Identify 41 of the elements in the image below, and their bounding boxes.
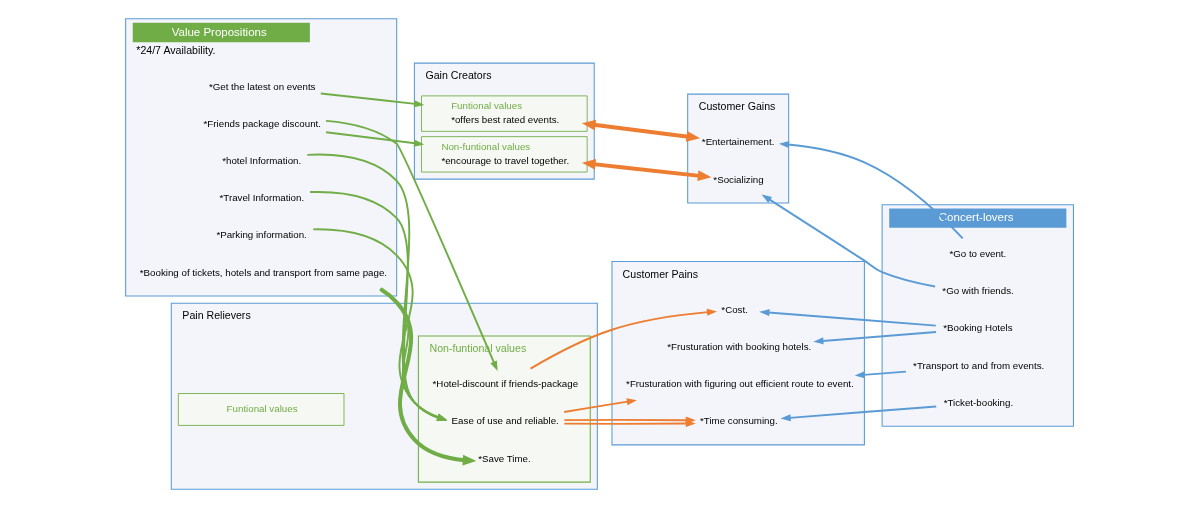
node-text: *Frusturation with booking hotels. [667,340,812,352]
node-text: Ease of use and reliable. [451,415,559,427]
node-box: Funtional values [177,393,345,426]
arrow [378,288,448,421]
node-text: *Time consuming. [700,415,778,427]
node-text: *Socializing [713,173,764,185]
node-text: *Go with friends. [942,285,1014,297]
node-box: Non-funtional values *encourage to travel together. [421,136,588,173]
arrow [306,153,448,421]
node-text: *Save Time. [478,452,531,464]
node-text: *Cost. [721,303,748,315]
arrow [325,131,425,147]
node-text: *Entertainement. [701,136,775,148]
arrow [581,159,712,181]
node-text: *Get the latest on events [208,80,316,92]
node-text: *Friends package discount. [203,117,321,129]
arrow [563,398,637,413]
arrow [780,405,938,422]
arrow [759,309,937,327]
arrow [319,92,425,108]
arrow [563,416,696,424]
node-text: *hotel Information. [222,154,302,166]
arrow [854,370,907,379]
arrow [529,308,718,370]
node-text: *Booking Hotels [943,322,1013,334]
node-box: Funtional values *offers best rated events. [421,95,588,132]
arrow [813,331,937,345]
arrow [312,228,448,421]
node-text: *Hotel-discount if friends-package [432,378,579,390]
node-text: *Go to event. [949,247,1007,259]
node-text: *Transport to and from events. [913,359,1045,371]
node-text: *Ticket-booking. [943,396,1014,408]
arrow [379,287,477,466]
node-text: *Travel Information. [219,192,305,204]
arrow [581,119,701,142]
arrow [761,194,937,288]
node-text: *Frusturation with figuring out efficient route to event. [626,378,854,390]
node-text: *Booking of tickets, hotels and transport from same page. [139,266,388,278]
arrow [309,190,448,421]
arrow [325,119,498,372]
node-text: *Parking information. [216,229,307,241]
